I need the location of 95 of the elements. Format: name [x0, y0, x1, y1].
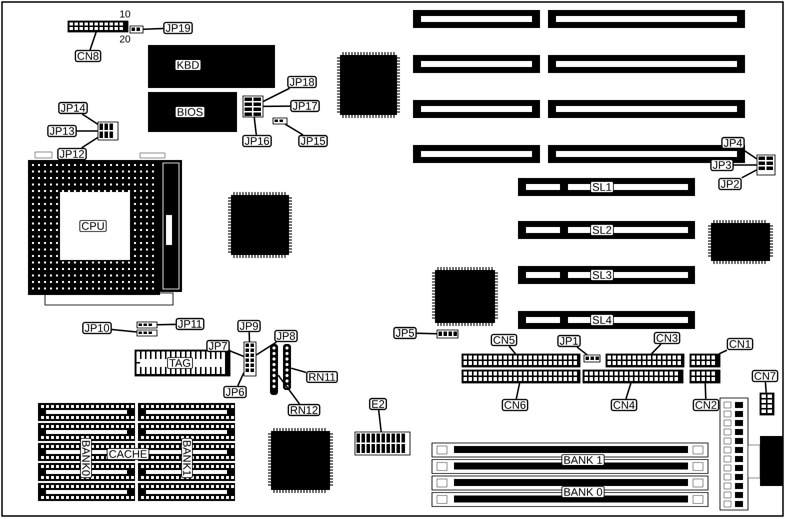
callout-label: JP11: [176, 318, 204, 330]
callout-label: E2: [369, 398, 387, 410]
jumper-block: [98, 122, 118, 140]
leader-line: [704, 383, 707, 399]
leader-line: [741, 169, 758, 179]
part-label: SL4: [590, 314, 614, 326]
pin-number: 10: [120, 10, 130, 18]
callout-label: RN11: [306, 370, 338, 384]
leader-line: [143, 28, 164, 30]
leader-line: [508, 346, 516, 354]
callout-label: JP2: [718, 178, 742, 190]
leader-line: [262, 87, 290, 102]
pin-header: [462, 354, 580, 368]
callout-label: JP5: [393, 326, 417, 340]
pin-number: 20: [120, 35, 130, 43]
part-label: SL2: [590, 224, 614, 236]
leader-line: [82, 113, 98, 125]
leader-line: [278, 374, 300, 404]
pin-header: [690, 370, 720, 384]
leader-line: [229, 350, 244, 358]
callout-label: JP1: [557, 334, 581, 348]
jumper-block: [244, 342, 256, 376]
resistor-network: [270, 344, 278, 395]
leader-line: [81, 136, 98, 148]
part-label: BANK 1: [561, 454, 605, 466]
callout-label: CN3: [654, 332, 680, 344]
jumper-block: [354, 432, 410, 456]
pin-header: [760, 392, 774, 416]
callout-label: CN2: [692, 398, 720, 412]
leader-line: [416, 332, 437, 334]
jumper: [436, 330, 458, 338]
leader-line: [764, 382, 767, 393]
leader-line: [256, 342, 277, 356]
jumper: [584, 354, 600, 362]
callout-label: JP15: [298, 134, 328, 148]
pin-header: [582, 370, 684, 384]
leader-line: [263, 105, 290, 108]
callout-label: JP10: [82, 322, 112, 334]
leader-line: [284, 124, 304, 136]
callout-label: JP19: [163, 22, 193, 34]
part-label: CACHE: [106, 448, 150, 460]
part-label: SL1: [590, 181, 614, 193]
jumper-block: [756, 154, 776, 176]
part-label: BIOS: [174, 106, 206, 118]
leader-line: [254, 117, 258, 135]
leader-line: [157, 324, 176, 326]
leader-line: [378, 410, 382, 432]
callout-label: JP18: [287, 76, 317, 88]
callout-label: CN7: [752, 370, 778, 382]
callout-label: JP12: [57, 148, 87, 160]
leader-line: [625, 382, 632, 400]
callout-label: RN12: [288, 404, 320, 416]
part-label: TAG: [167, 357, 193, 369]
leader-line: [237, 372, 244, 386]
callout-label: CN5: [490, 334, 518, 346]
part-label: SL3: [590, 269, 614, 281]
leader-line: [248, 332, 250, 342]
jumper: [136, 322, 158, 328]
jumper: [130, 26, 144, 34]
leader-line: [89, 32, 97, 50]
callout-label: JP17: [290, 100, 320, 112]
callout-label: CN6: [502, 398, 528, 412]
callout-label: JP9: [237, 320, 261, 332]
part-label: BANK0: [80, 438, 92, 478]
leader-line: [516, 383, 520, 399]
callout-label: JP4: [721, 136, 745, 150]
leader-line: [576, 346, 588, 356]
jumper: [272, 118, 288, 124]
resistor-network: [283, 344, 291, 390]
callout-label: JP13: [47, 124, 77, 138]
leader-line: [76, 130, 98, 132]
callout-label: JP14: [58, 102, 88, 114]
callout-label: JP8: [274, 330, 298, 342]
callout-label: CN1: [726, 338, 754, 350]
callout-label: JP3: [710, 158, 734, 172]
callout-label: JP7: [206, 340, 230, 352]
jumper-block: [242, 96, 264, 118]
part-label: CPU: [79, 220, 107, 232]
leader-line: [734, 164, 757, 166]
leader-line: [651, 344, 662, 354]
callout-label: CN8: [74, 50, 102, 62]
jumper: [136, 330, 158, 336]
callout-label: JP16: [242, 134, 272, 148]
part-label: BANK1: [181, 438, 193, 478]
pin-header: [690, 354, 720, 368]
part-label: KBD: [174, 59, 202, 71]
pin-header: [462, 370, 580, 384]
leader-line: [291, 367, 306, 374]
leader-line: [718, 349, 728, 354]
part-label: BANK 0: [561, 486, 605, 498]
pin-header: [68, 20, 128, 32]
leader-line: [112, 328, 137, 333]
pin-header: [606, 354, 684, 368]
callout-label: CN4: [610, 398, 638, 412]
callout-label: JP6: [223, 386, 247, 398]
